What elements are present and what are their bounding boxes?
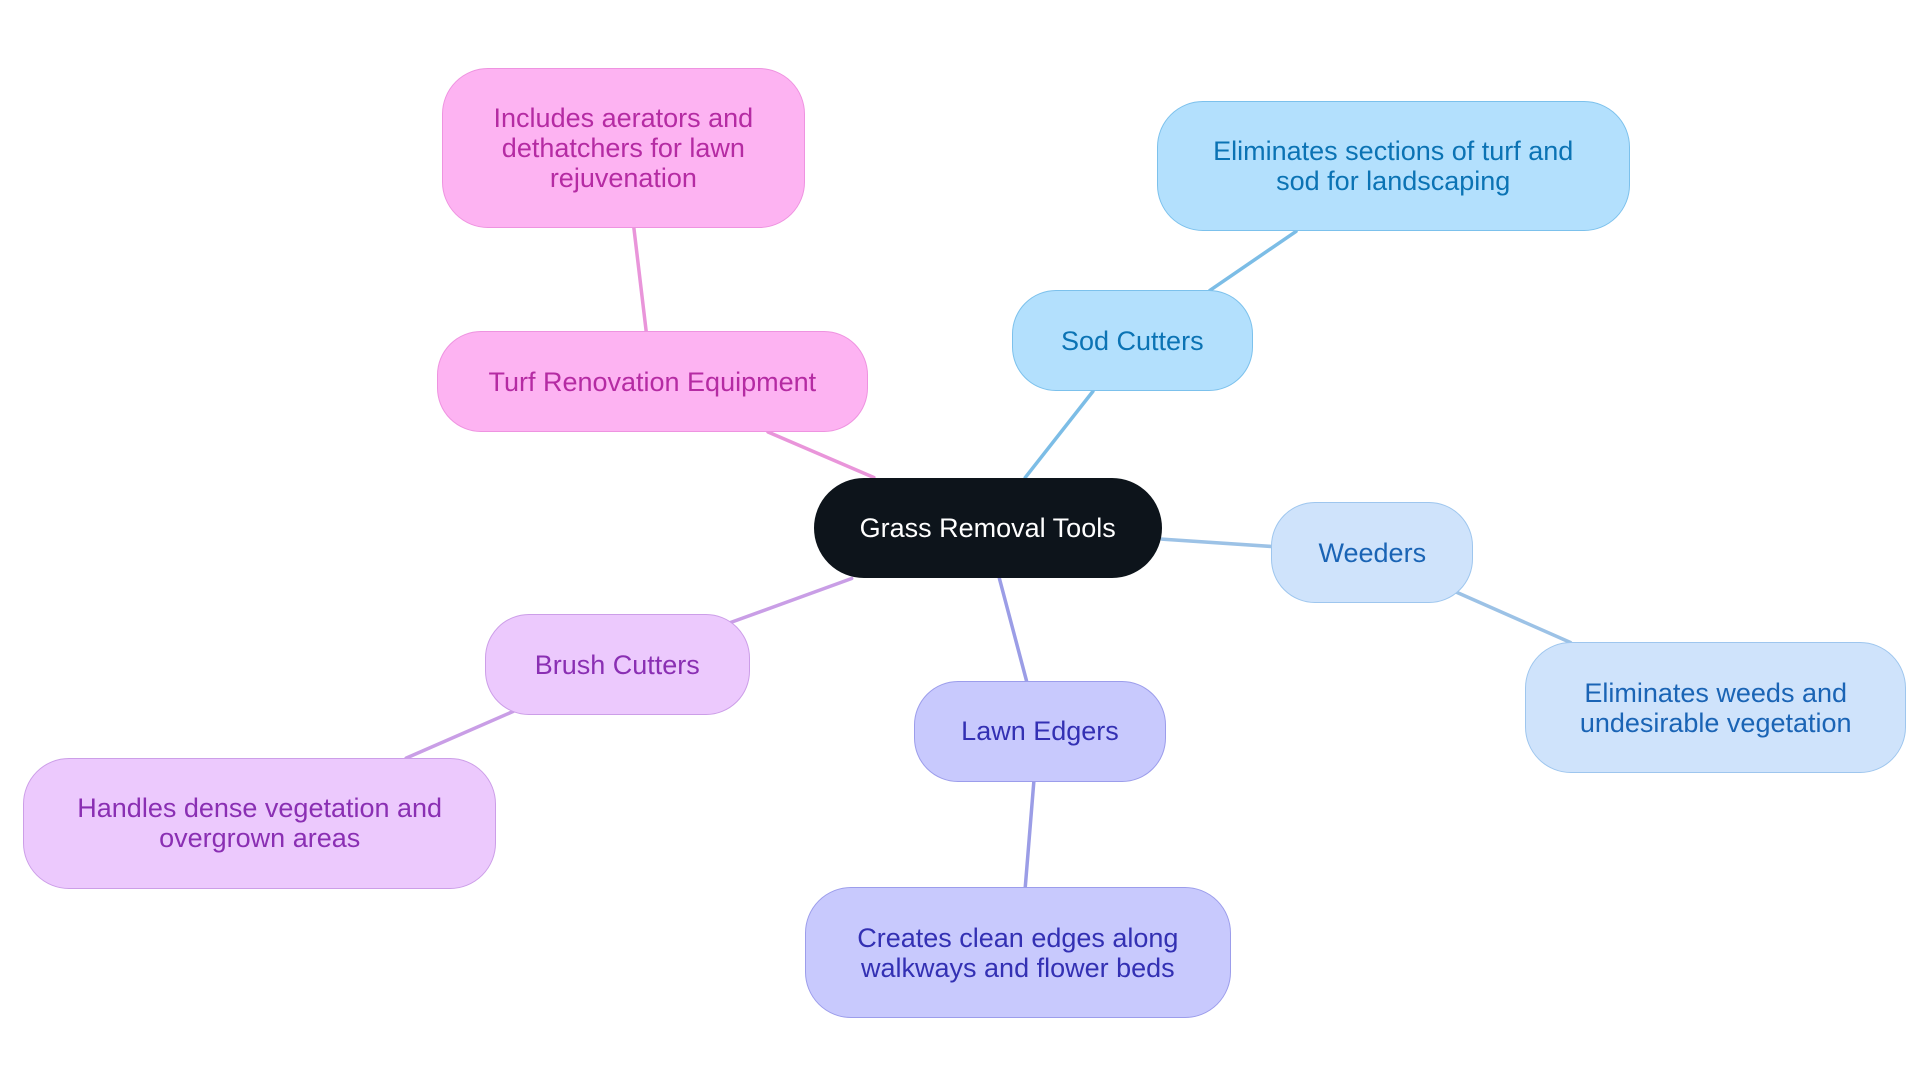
node-label: Creates clean edges along walkways and f… bbox=[857, 922, 1179, 983]
node-label: Grass Removal Tools bbox=[859, 512, 1116, 543]
node-label: Weeders bbox=[1318, 537, 1427, 568]
edge-weed-to-detail bbox=[1454, 590, 1573, 645]
node-turf-desc[interactable]: Includes aerators and dethatchers for la… bbox=[441, 67, 805, 228]
edge-turf-to-detail bbox=[632, 225, 648, 333]
node-label: Eliminates sections of turf and sod for … bbox=[1213, 136, 1574, 197]
node-label: Handles dense vegetation and overgrown a… bbox=[77, 793, 443, 854]
edge-root-to-brush bbox=[728, 576, 854, 625]
node-label: Turf Renovation Equipment bbox=[488, 366, 817, 397]
node-weed[interactable]: Weeders bbox=[1271, 502, 1474, 604]
node-weed-desc[interactable]: Eliminates weeds and undesirable vegetat… bbox=[1524, 642, 1907, 773]
edge-brush-to-detail bbox=[404, 709, 515, 760]
node-brush[interactable]: Brush Cutters bbox=[484, 614, 750, 716]
node-label: Sod Cutters bbox=[1061, 325, 1204, 356]
node-label: Brush Cutters bbox=[534, 649, 700, 680]
node-label: Includes aerators and dethatchers for la… bbox=[493, 102, 754, 193]
node-edge-desc[interactable]: Creates clean edges along walkways and f… bbox=[804, 887, 1231, 1018]
node-brush-desc[interactable]: Handles dense vegetation and overgrown a… bbox=[23, 758, 496, 889]
node-label: Lawn Edgers bbox=[961, 716, 1119, 747]
node-label: Eliminates weeds and undesirable vegetat… bbox=[1579, 677, 1852, 738]
edge-root-to-turf bbox=[766, 430, 876, 480]
node-turf[interactable]: Turf Renovation Equipment bbox=[436, 331, 868, 432]
edge-root-to-edge bbox=[997, 576, 1029, 683]
edge-root-to-weed bbox=[1160, 537, 1274, 549]
edge-sod-to-detail bbox=[1208, 229, 1298, 293]
edge-edge-to-detail bbox=[1023, 779, 1036, 890]
node-sod-desc[interactable]: Eliminates sections of turf and sod for … bbox=[1156, 100, 1630, 232]
node-edge[interactable]: Lawn Edgers bbox=[914, 680, 1166, 782]
node-root[interactable]: Grass Removal Tools bbox=[813, 477, 1162, 579]
edge-root-to-sod bbox=[1023, 389, 1095, 480]
node-sod[interactable]: Sod Cutters bbox=[1011, 290, 1253, 392]
